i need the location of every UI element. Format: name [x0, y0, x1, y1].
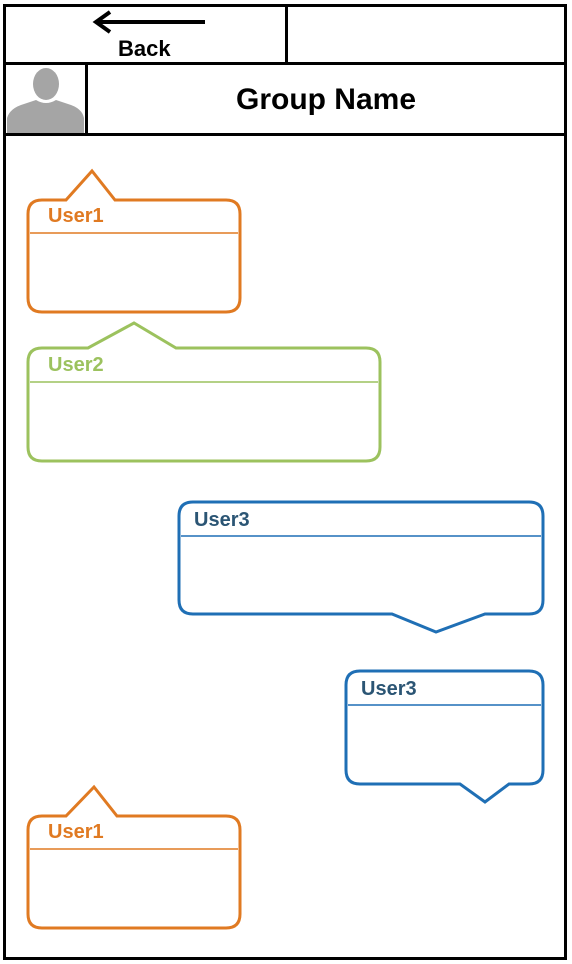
message-bubble-1-outline [26, 168, 242, 314]
message-bubble-5[interactable] [26, 784, 242, 930]
group-name-title: Group Name [235, 82, 417, 116]
message-bubble-3-outline [177, 500, 545, 634]
back-arrow-icon [92, 10, 205, 34]
message-3-username: User3 [194, 509, 250, 531]
message-bubble-4[interactable] [344, 669, 545, 804]
back-label[interactable]: Back [118, 36, 171, 61]
message-bubble-2-outline [26, 321, 382, 463]
message-4-body [350, 708, 539, 780]
message-4-username: User3 [361, 678, 417, 700]
message-bubble-3[interactable] [177, 500, 545, 634]
header-bottom-border [3, 62, 567, 65]
message-5-body [32, 852, 236, 924]
person-icon [7, 68, 84, 133]
back-button[interactable] [6, 7, 285, 62]
message-bubble-2[interactable] [26, 321, 382, 463]
header-divider [285, 4, 288, 63]
message-5-username: User1 [48, 821, 104, 843]
group-bar-bottom-border [3, 133, 567, 136]
message-bubble-5-outline [26, 784, 242, 930]
message-bubble-4-outline [344, 669, 545, 804]
message-2-username: User2 [48, 354, 104, 376]
message-1-body [32, 236, 236, 308]
message-1-username: User1 [48, 205, 104, 227]
message-3-body [183, 539, 539, 610]
message-2-body [32, 385, 376, 457]
message-bubble-1[interactable] [26, 168, 242, 314]
avatar-divider [85, 62, 88, 136]
group-avatar[interactable] [6, 66, 85, 133]
